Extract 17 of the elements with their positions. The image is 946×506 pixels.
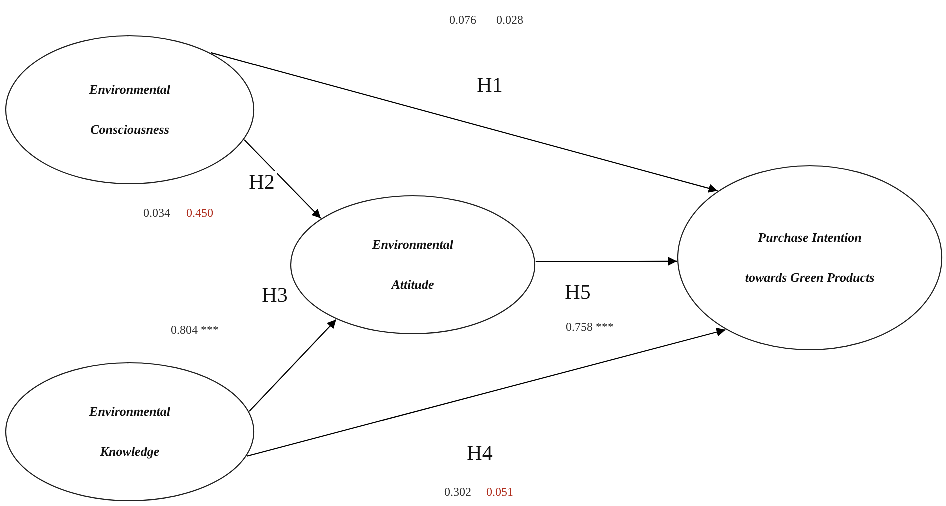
coefficient-label: 0.034 (144, 206, 170, 220)
arrow (536, 256, 678, 266)
arrow (249, 319, 337, 412)
coefficient-label: 0.051 (486, 485, 514, 499)
arrow (210, 52, 718, 193)
coefficient-label: 0.758 *** (566, 320, 614, 334)
construct-label: Environmental Consciousness (88, 81, 172, 139)
construct-label: Environmental Knowledge (88, 403, 172, 461)
coefficient-label: 0.302 (444, 485, 472, 499)
coefficient-label: 0.076 (450, 13, 476, 27)
coefficient-label: 0.804 *** (171, 323, 219, 337)
construct-label: Environmental Attitude (372, 236, 454, 294)
arrow (247, 328, 726, 457)
coefficient-label: 0.450 (186, 206, 214, 220)
coefficient-label: 0.028 (496, 13, 524, 27)
construct-label: Purchase Intention towards Green Products (744, 229, 876, 287)
arrow (244, 140, 322, 219)
